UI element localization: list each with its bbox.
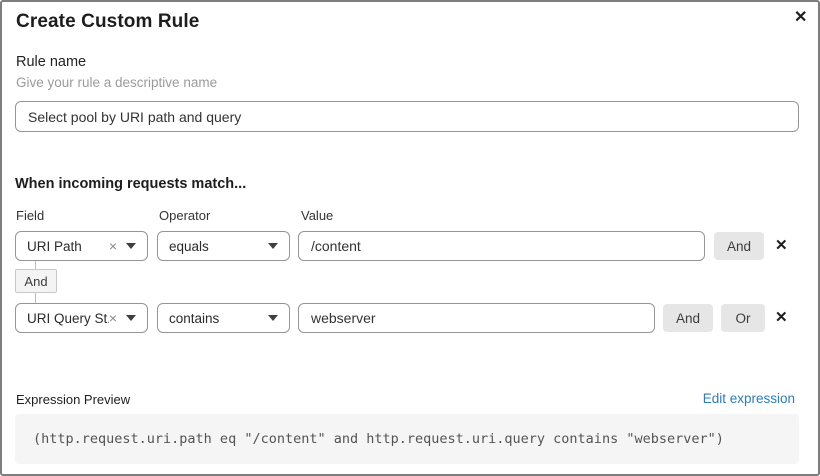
column-label-value: Value: [301, 208, 334, 223]
match-section-heading: When incoming requests match...: [15, 176, 247, 192]
chevron-down-icon: [268, 315, 278, 321]
field-select-row2[interactable]: URI Query St... ×: [15, 303, 148, 333]
chevron-down-icon: [126, 243, 136, 249]
connector-and-badge: And: [15, 269, 57, 293]
expression-code: (http.request.uri.path eq "/content" and…: [33, 431, 724, 447]
field-select-row2-value: URI Query St...: [27, 310, 109, 326]
expression-preview-label: Expression Preview: [16, 392, 131, 407]
connector-line: [35, 293, 36, 303]
operator-select-row1[interactable]: equals: [157, 231, 290, 261]
column-label-field: Field: [16, 208, 45, 223]
rule-name-helper: Give your rule a descriptive name: [16, 75, 218, 90]
field-select-row1[interactable]: URI Path ×: [15, 231, 148, 261]
value-input-row1[interactable]: [298, 231, 705, 261]
chevron-down-icon: [268, 243, 278, 249]
and-button-row1[interactable]: And: [714, 232, 764, 260]
clear-icon[interactable]: ×: [108, 310, 117, 326]
remove-row2-icon[interactable]: ✕: [775, 309, 788, 326]
column-label-operator: Operator: [159, 208, 211, 223]
field-select-row1-value: URI Path: [27, 238, 82, 254]
rule-name-label: Rule name: [16, 54, 87, 70]
operator-select-row1-value: equals: [169, 238, 209, 254]
clear-icon[interactable]: ×: [108, 238, 117, 254]
expression-preview-block: (http.request.uri.path eq "/content" and…: [15, 414, 799, 464]
operator-select-row2-value: contains: [169, 310, 220, 326]
dialog-title: Create Custom Rule: [16, 11, 200, 32]
remove-row1-icon[interactable]: ✕: [775, 237, 788, 254]
chevron-down-icon: [126, 315, 136, 321]
rule-name-input[interactable]: [15, 101, 799, 132]
connector-line: [35, 261, 36, 269]
value-input-row2[interactable]: [298, 303, 655, 333]
close-icon[interactable]: ✕: [794, 9, 808, 26]
and-button-row2[interactable]: And: [663, 304, 713, 332]
or-button-row2[interactable]: Or: [721, 304, 765, 332]
edit-expression-link[interactable]: Edit expression: [702, 391, 795, 406]
operator-select-row2[interactable]: contains: [157, 303, 290, 333]
